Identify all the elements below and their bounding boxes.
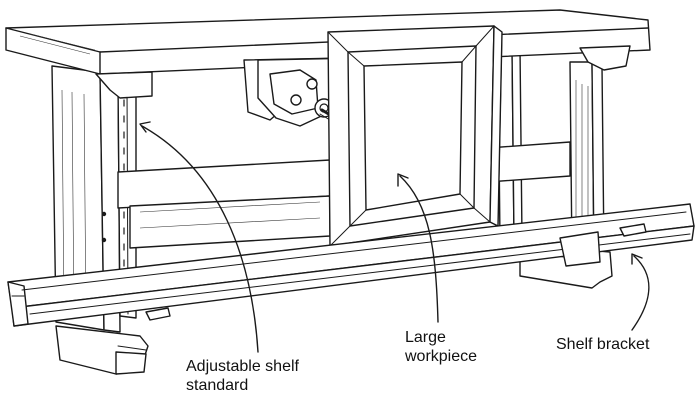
shelf-bracket-tabs xyxy=(145,223,647,321)
workpiece-panel xyxy=(327,25,503,247)
left-foot xyxy=(55,325,149,375)
label-adjustable-shelf-standard: Adjustable shelf standard xyxy=(186,357,299,395)
label-large-workpiece-line1: Large xyxy=(405,329,446,346)
stretchers xyxy=(117,141,571,249)
leader-large-workpiece xyxy=(397,173,439,323)
leader-adjustable-shelf-standard xyxy=(139,121,259,353)
leader-shelf-bracket xyxy=(631,253,650,331)
label-shelf-bracket-text: Shelf bracket xyxy=(556,336,650,353)
label-shelf-bracket: Shelf bracket xyxy=(556,335,649,354)
label-large-workpiece: Large workpiece xyxy=(405,328,477,366)
label-large-workpiece-line2: workpiece xyxy=(405,348,478,365)
label-adjustable-shelf-standard-line2: standard xyxy=(186,377,249,394)
shelf-rail xyxy=(7,203,695,327)
label-adjustable-shelf-standard-line1: Adjustable shelf xyxy=(186,358,299,375)
